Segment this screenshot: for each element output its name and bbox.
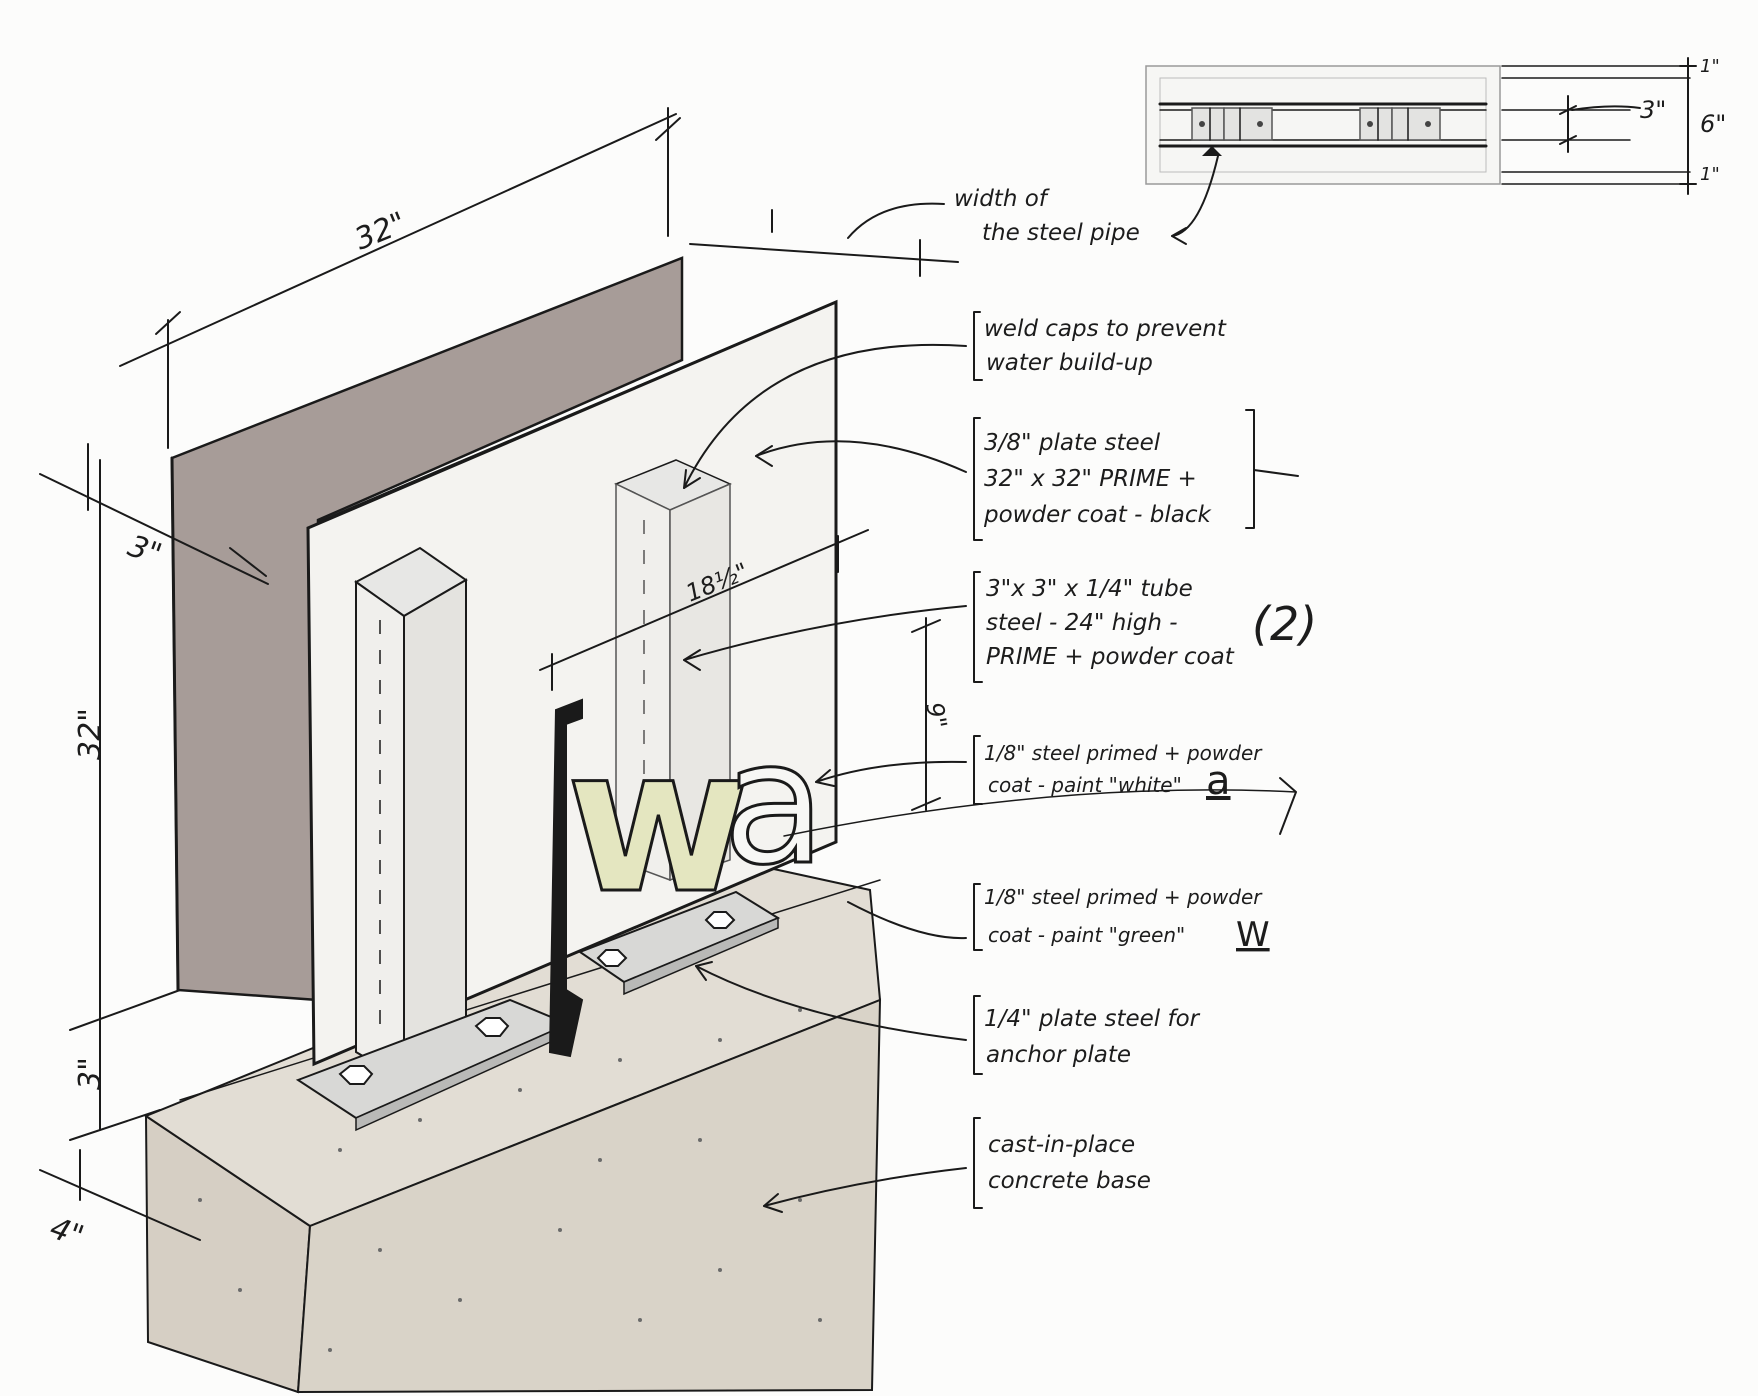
sign-letter-w: w (566, 705, 751, 938)
note-leaders (683, 343, 1297, 1213)
note-tube-count: (2) (1252, 597, 1317, 651)
note-letter-a-line-1: 1/8" steel primed + powder (984, 741, 1263, 765)
note-letter-a: 1/8" steel primed + powder coat - paint … (984, 741, 1263, 804)
tube-steel-right (614, 459, 732, 882)
sign-letter-a: a (722, 705, 826, 903)
note-letter-w-line-2: coat - paint "green" (988, 923, 1185, 947)
note-plate-steel: 3/8" plate steel 32" x 32" PRIME + powde… (983, 430, 1212, 528)
note-letter-w-line-1: 1/8" steel primed + powder (984, 885, 1263, 909)
note-width-pipe: width of the steel pipe (954, 186, 1140, 246)
note-width-pipe-line-2: the steel pipe (982, 220, 1140, 246)
note-anchor-plate-line-1: 1/4" plate steel for (984, 1006, 1201, 1032)
plan-dim-total: 6" (1700, 110, 1726, 138)
dimension-lines (39, 107, 959, 1241)
dim-base-gap: 3" (73, 1057, 108, 1090)
note-weld-caps-line-1: weld caps to prevent (984, 316, 1227, 342)
note-letter-w: 1/8" steel primed + powder coat - paint … (984, 885, 1270, 955)
dim-base-offset: 4" (45, 1211, 88, 1255)
dim-width-top: 32" (350, 205, 411, 257)
dim-height-left: 32" (73, 708, 108, 760)
note-concrete-line-1: cast-in-place (988, 1132, 1135, 1158)
note-tube-steel: 3"x 3" x 1/4" tube steel - 24" high - PR… (986, 576, 1317, 670)
dim-letter-height: 9" (920, 700, 952, 731)
note-tube-steel-line-1: 3"x 3" x 1/4" tube (986, 576, 1193, 602)
note-brackets (973, 311, 1299, 1209)
note-concrete-line-2: concrete base (988, 1168, 1151, 1194)
plan-dim-top: 1" (1700, 56, 1720, 77)
anchor-plate-right (577, 890, 781, 996)
plan-view: 1" 6" 1" 3" (1145, 56, 1726, 245)
note-letter-w-glyph: W (1236, 915, 1270, 955)
tube-steel-left (354, 546, 468, 1082)
note-letter-a-line-2: coat - paint "white" (988, 773, 1182, 797)
dim-depth: 3" (123, 529, 166, 573)
note-plate-steel-line-1: 3/8" plate steel (984, 430, 1161, 456)
note-weld-caps-line-2: water build-up (986, 350, 1153, 376)
note-anchor-plate: 1/4" plate steel for anchor plate (984, 1006, 1201, 1068)
note-plate-steel-line-2: 32" x 32" PRIME + (984, 466, 1197, 492)
note-anchor-plate-line-2: anchor plate (986, 1042, 1131, 1068)
note-tube-steel-line-3: PRIME + powder coat (986, 644, 1235, 670)
note-plate-steel-line-3: powder coat - black (983, 502, 1212, 528)
plan-dim-gap: 3" (1640, 96, 1666, 124)
note-tube-steel-line-2: steel - 24" high - (986, 610, 1178, 636)
note-width-pipe-line-1: width of (954, 186, 1050, 212)
sign-bracket (548, 698, 584, 1058)
note-letter-a-glyph: a (1206, 758, 1231, 804)
note-concrete: cast-in-place concrete base (988, 1132, 1151, 1194)
plan-dim-bottom: 1" (1700, 164, 1720, 185)
note-weld-caps: weld caps to prevent water build-up (984, 316, 1227, 376)
